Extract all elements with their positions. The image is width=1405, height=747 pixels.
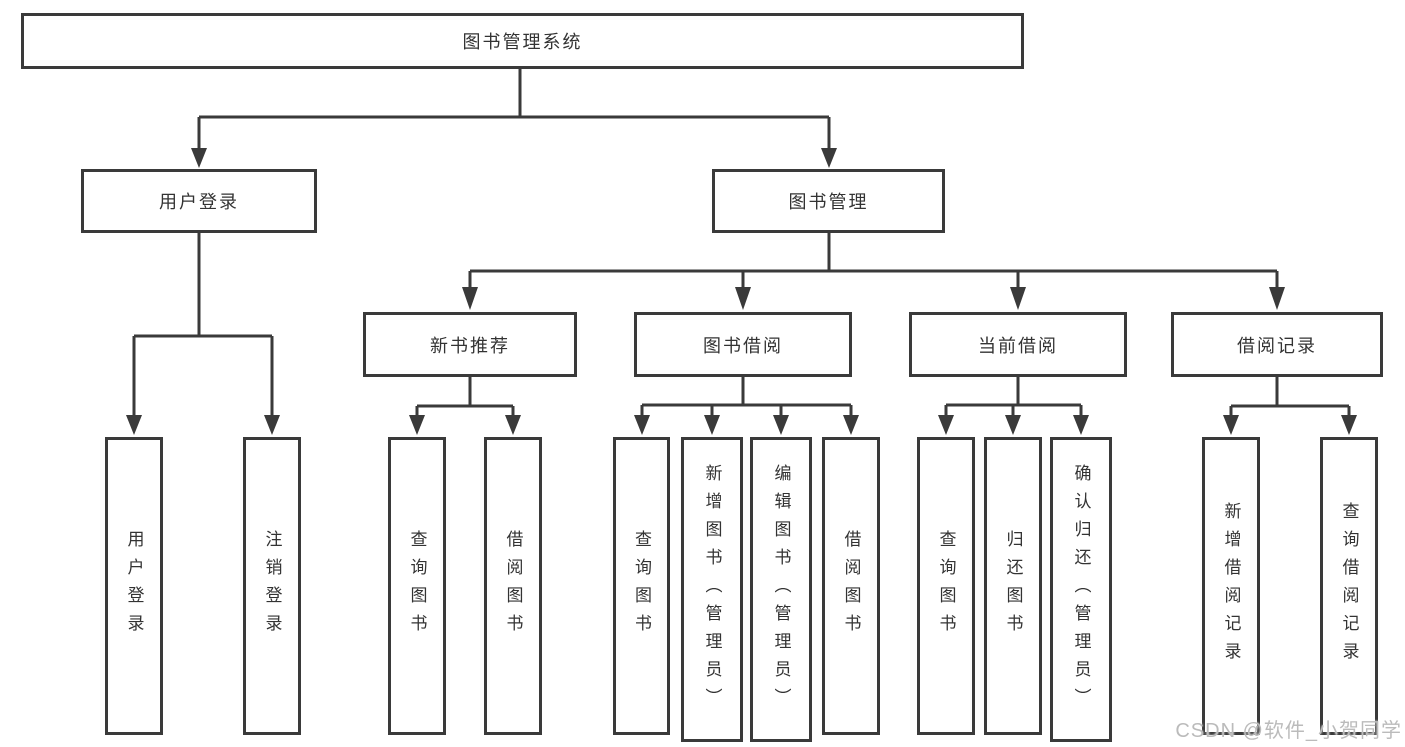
connector-user-login-branch	[132, 233, 274, 418]
connector-current-borrowing-branch	[944, 377, 1083, 418]
leaf-user-login-label: 用户登录	[124, 530, 144, 642]
leaf-bb-query-books-label: 查询图书	[632, 530, 651, 642]
node-book-borrowing: 图书借阅	[634, 312, 852, 377]
node-new-book-recommend: 新书推荐	[363, 312, 577, 377]
leaf-bb-borrow-books-label: 借阅图书	[841, 530, 861, 642]
leaf-nbr-query-books: 查询图书	[388, 437, 446, 735]
leaf-br-add-record-label: 新增借阅记录	[1221, 502, 1241, 670]
connector-borrowing-records-branch	[1229, 377, 1351, 418]
leaf-nbr-query-books-label: 查询图书	[407, 530, 427, 642]
connector-book-management-branch	[468, 233, 1279, 288]
arrowheads-new-book-recommend	[409, 415, 521, 435]
leaf-bb-query-books: 查询图书	[613, 437, 670, 735]
connector-root-to-level2	[197, 69, 831, 151]
leaf-br-query-record: 查询借阅记录	[1320, 437, 1378, 735]
node-borrowing-records: 借阅记录	[1171, 312, 1383, 377]
node-library-management-system: 图书管理系统	[21, 13, 1024, 69]
leaf-br-add-record: 新增借阅记录	[1202, 437, 1260, 735]
node-book-management: 图书管理	[712, 169, 945, 233]
leaf-bb-borrow-books: 借阅图书	[822, 437, 880, 735]
arrowheads-user-login-branch	[126, 415, 280, 435]
leaf-nbr-borrow-books-label: 借阅图书	[503, 530, 523, 642]
arrowheads-borrowing-records	[1223, 415, 1357, 435]
arrowheads-level3	[462, 287, 1285, 310]
leaf-bb-add-books-admin-label: 新增图书（管理员）	[702, 463, 722, 716]
leaf-br-query-record-label: 查询借阅记录	[1339, 502, 1359, 670]
leaf-bb-edit-books-admin: 编辑图书（管理员）	[750, 437, 812, 742]
arrowheads-current-borrowing	[938, 415, 1089, 435]
leaf-nbr-borrow-books: 借阅图书	[484, 437, 542, 735]
leaf-cb-return-books-label: 归还图书	[1003, 530, 1023, 642]
leaf-cb-query-books-label: 查询图书	[936, 530, 956, 642]
leaf-user-login: 用户登录	[105, 437, 163, 735]
leaf-logout-login: 注销登录	[243, 437, 301, 735]
leaf-bb-edit-books-admin-label: 编辑图书（管理员）	[771, 463, 791, 716]
leaf-bb-add-books-admin: 新增图书（管理员）	[681, 437, 743, 742]
node-current-borrowing: 当前借阅	[909, 312, 1127, 377]
arrowheads-level2	[191, 148, 837, 168]
connector-new-book-recommend-branch	[415, 377, 515, 418]
leaf-cb-return-books: 归还图书	[984, 437, 1042, 735]
leaf-cb-confirm-return-admin: 确认归还（管理员）	[1050, 437, 1112, 742]
connector-book-borrowing-branch	[640, 377, 853, 418]
leaf-logout-login-label: 注销登录	[262, 530, 282, 642]
leaf-cb-query-books: 查询图书	[917, 437, 975, 735]
arrowheads-book-borrowing	[634, 415, 859, 435]
csdn-watermark: CSDN @软件_小贺同学	[1175, 720, 1402, 742]
leaf-cb-confirm-return-admin-label: 确认归还（管理员）	[1071, 463, 1091, 716]
node-user-login: 用户登录	[81, 169, 317, 233]
